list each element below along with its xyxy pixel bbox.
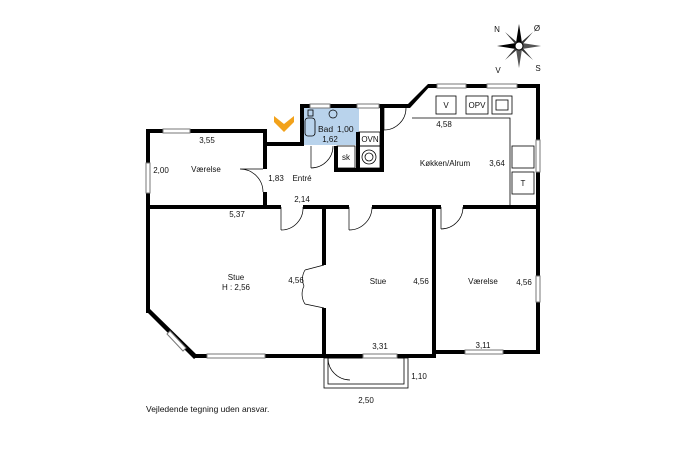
dim-331: 3,31 [372, 342, 388, 351]
dim-250: 2,50 [358, 396, 374, 405]
dim-311: 3,11 [476, 341, 492, 350]
windows [145, 83, 541, 359]
bathroom-fixtures [304, 109, 338, 137]
dim-456-c: 4,56 [516, 278, 532, 287]
hob-box [358, 145, 381, 169]
dim-355: 3,55 [199, 136, 215, 145]
kitchen-counter [412, 95, 535, 205]
room-label-bad: Bad [318, 124, 333, 134]
room-label-stue-left: Stue [228, 273, 245, 282]
compass-n: N [494, 25, 500, 34]
label-v: V [443, 101, 449, 110]
dim-200: 2,00 [153, 166, 169, 175]
disclaimer-text: Vejledende tegning uden ansvar. [146, 404, 270, 414]
hob-icon [361, 149, 377, 165]
room-label-entre: Entré [292, 174, 312, 183]
label-opv: OPV [469, 101, 487, 110]
cabinet-box [336, 145, 356, 169]
entrance-marker-icon [274, 116, 294, 132]
room-height: H : 2,56 [222, 283, 251, 292]
room-label-kokken: Køkken/Alrum [420, 159, 471, 168]
bathroom-fill [303, 107, 359, 145]
room-label-stue-mid: Stue [370, 277, 387, 286]
label-t: T [521, 179, 526, 188]
dim-214: 2,14 [294, 195, 310, 204]
doors [239, 107, 464, 381]
compass-o: Ø [534, 24, 540, 33]
dim-162: 1,62 [322, 135, 338, 144]
compass-icon [497, 24, 541, 68]
label-ovn: OVN [361, 135, 379, 144]
dim-458: 4,58 [436, 120, 452, 129]
dim-183: 1,83 [268, 174, 284, 183]
dim-110: 1,10 [411, 372, 427, 381]
label-sk: sk [342, 153, 351, 162]
dim-456-b: 4,56 [413, 277, 429, 286]
dim-456-a: 4,56 [288, 276, 304, 285]
dim-100: 1,00 [337, 124, 354, 134]
room-label-vaerelse-small: Værelse [191, 165, 221, 174]
dim-364: 3,64 [489, 159, 505, 168]
room-label-vaerelse-right: Værelse [468, 277, 498, 286]
dim-537: 5,37 [229, 210, 245, 219]
compass-v: V [495, 66, 501, 75]
compass-s: S [535, 64, 540, 73]
